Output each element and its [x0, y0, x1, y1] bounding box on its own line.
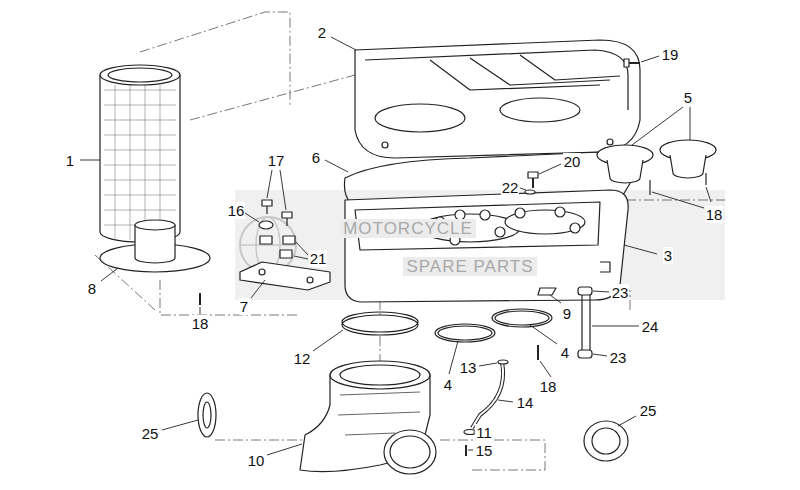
callout-number: 4 [560, 344, 570, 361]
callout-number: 3 [663, 247, 673, 264]
callout-number: 9 [562, 305, 572, 322]
watermark-text: SPARE PARTS [403, 257, 536, 276]
callout-number: 18 [539, 378, 558, 395]
callout-number: 20 [563, 153, 582, 170]
callout-number: 23 [611, 284, 630, 301]
callout-number: 17 [267, 152, 286, 169]
callout-number: 16 [227, 202, 246, 219]
watermark-text: MOTORCYCLE [340, 219, 476, 238]
callout-number: 15 [475, 442, 494, 459]
callout-number: 2 [317, 24, 327, 41]
callout-number: 1 [65, 152, 75, 169]
callout-number: 11 [475, 424, 493, 441]
callout-number: 18 [705, 206, 724, 223]
callout-number: 25 [639, 402, 658, 419]
callout-number: 24 [641, 318, 660, 335]
callout-number: 12 [293, 350, 312, 367]
callout-number: 5 [683, 89, 693, 106]
callout-number: 13 [459, 359, 478, 376]
callout-number: 23 [609, 349, 628, 366]
callout-number: 7 [239, 298, 249, 315]
callout-number: 25 [141, 425, 160, 442]
callout-number: 14 [516, 394, 535, 411]
callout-number: 6 [311, 149, 321, 166]
callout-number: 4 [443, 376, 453, 393]
callout-number: 19 [661, 46, 680, 63]
callout-number: 10 [247, 452, 266, 469]
callout-number: 21 [309, 250, 328, 267]
callout-number: 22 [501, 179, 520, 196]
callout-number: 18 [191, 315, 210, 332]
callout-number: 8 [87, 280, 97, 297]
